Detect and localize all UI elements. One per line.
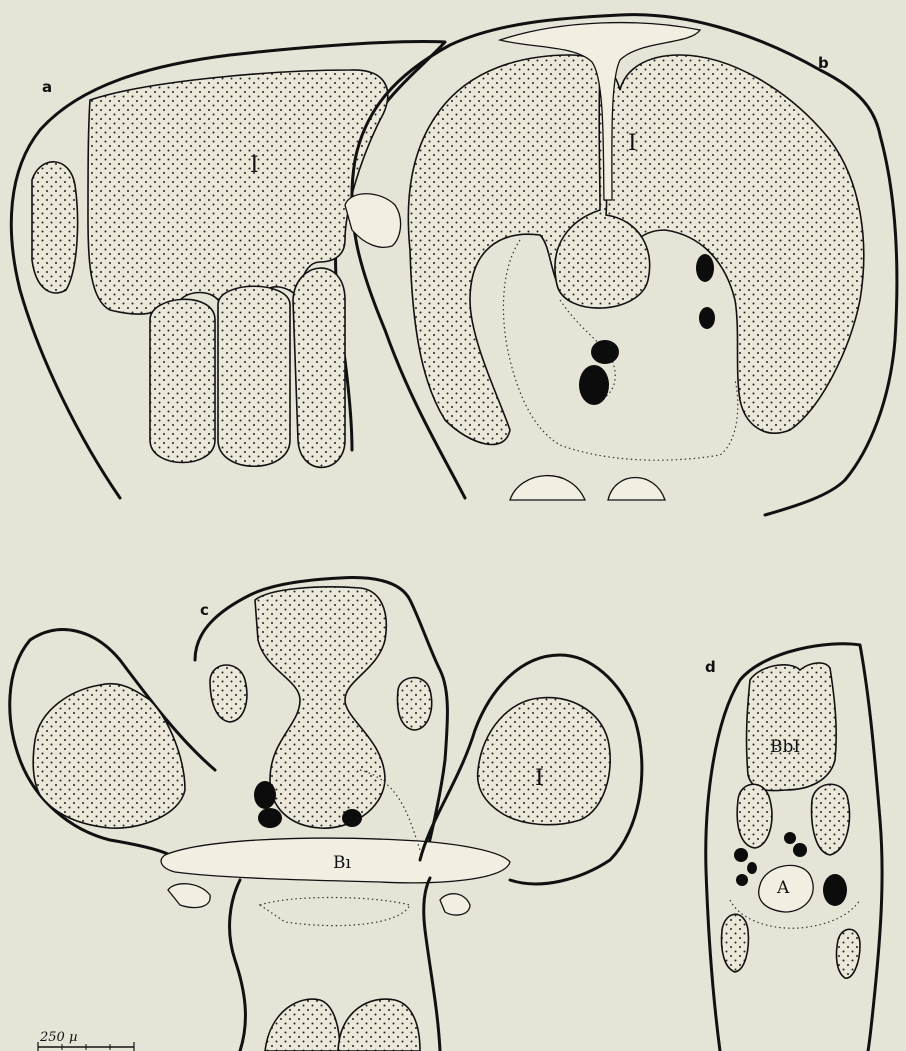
membrane-left-b <box>345 194 401 248</box>
tissue-small-left-c <box>210 665 247 722</box>
panel-a: a I <box>11 42 445 498</box>
black-granule-c3 <box>342 809 362 827</box>
black-granule-b4 <box>579 365 609 405</box>
panel-d: d BbI A <box>705 644 882 1051</box>
structure-label-i-b: I <box>628 131 637 156</box>
black-granule-b1 <box>696 254 714 282</box>
black-granule-b3 <box>591 340 619 364</box>
panel-label-c: c <box>200 601 209 619</box>
tissue-bottom-small-c2 <box>440 894 470 915</box>
structure-label-a: A <box>776 878 790 898</box>
tissue-region-c-left <box>33 684 185 829</box>
black-granule-d4 <box>784 832 796 844</box>
structure-label-bbi: BbI <box>770 737 800 757</box>
tissue-small-right-c <box>398 678 432 730</box>
black-granule-d2 <box>736 874 748 886</box>
tissue-lobe-right-d <box>812 784 850 855</box>
tissue-bottom-left-c <box>265 999 340 1051</box>
panel-label-b: b <box>818 54 829 72</box>
structure-label-bi: Bı <box>333 853 351 873</box>
structure-label-i-c: I <box>535 766 544 791</box>
black-granule-c2 <box>258 808 282 828</box>
tissue-side-a <box>32 162 78 293</box>
tissue-lobe-2-a <box>218 286 290 466</box>
black-granule-d3 <box>747 862 757 874</box>
tissue-lower-right-b <box>608 478 665 501</box>
tissue-region-i-c <box>478 698 611 825</box>
panel-c-bottom-left-outline <box>230 880 246 1051</box>
panel-c-bottom-right-outline <box>424 878 440 1051</box>
panel-label-d: d <box>705 658 716 676</box>
tissue-region-bbi <box>747 663 837 791</box>
black-granule-d1 <box>734 848 748 862</box>
structure-label-i-a: I <box>250 153 259 178</box>
tissue-bottom-small-c <box>168 884 210 908</box>
tissue-lower-left-d <box>722 914 749 972</box>
black-granule-b2 <box>699 307 715 329</box>
scale-bar-label: 250 µ <box>39 1030 77 1045</box>
dotted-outline-c2 <box>260 898 410 926</box>
panel-b: b I <box>345 15 897 515</box>
black-granule-c1 <box>254 781 276 809</box>
tissue-lobe-3-a <box>293 268 345 467</box>
tissue-lower-left-b <box>510 476 585 500</box>
tissue-lower-right-d <box>836 929 860 978</box>
tissue-lobe-left-d <box>737 784 772 848</box>
panel-label-a: a <box>42 78 52 96</box>
black-granule-d6 <box>823 874 847 906</box>
scale-bar: 250 µ <box>38 1030 134 1051</box>
panel-c: c I Bı <box>10 578 642 1051</box>
tissue-lobe-1-a <box>150 299 215 462</box>
tissue-bottom-right-c <box>338 999 420 1051</box>
black-granule-d5 <box>793 843 807 857</box>
